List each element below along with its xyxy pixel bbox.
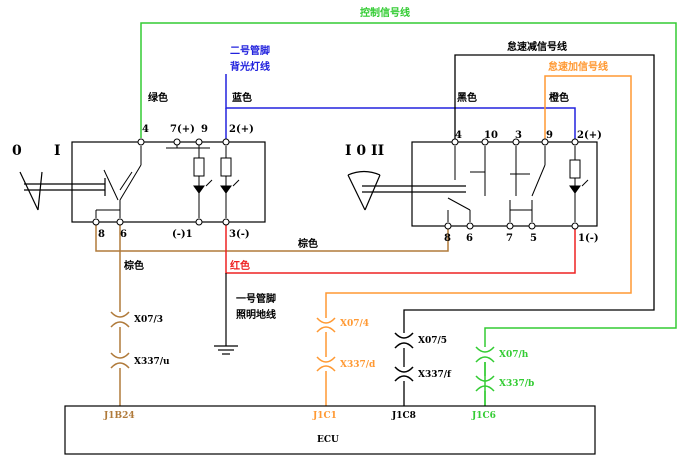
- brown-color-label-2: 棕色: [123, 259, 144, 272]
- backlight-line-label-2: 背光灯线: [230, 60, 270, 73]
- speed-up-wire: [325, 75, 632, 318]
- right-pin-10: 10: [484, 130, 498, 141]
- left-switch-pos-0: 0: [12, 143, 22, 159]
- right-switch-terminals: [444, 138, 579, 230]
- right-pin-2: 2(+): [577, 130, 602, 141]
- control-signal-wire: [140, 22, 677, 347]
- left-pin-1: (-)1: [172, 229, 193, 240]
- right-pin-3: 3: [515, 130, 522, 141]
- connector-brown-bottom: X337/u: [134, 357, 170, 367]
- left-pin-8: 8: [98, 229, 105, 240]
- ecu-pin-j1b24: J1B24: [103, 411, 135, 421]
- connector-arcs: [110, 311, 495, 392]
- left-pin-3: 3(-): [229, 229, 250, 240]
- left-pin-9: 9: [201, 124, 208, 135]
- left-switch-contacts: [95, 142, 240, 218]
- speed-up-signal-label: 怠速加信号线: [548, 60, 608, 73]
- brown-wire-8-8: [95, 222, 449, 252]
- ground-symbol: [214, 345, 238, 355]
- brown-color-label-1: 棕色: [297, 237, 318, 250]
- backlight-line-label-1: 二号管脚: [230, 44, 270, 57]
- red-color-label: 红色: [230, 259, 250, 272]
- lighting-ground-label-2: 照明地线: [236, 308, 276, 321]
- black-color-label: 黑色: [457, 91, 477, 104]
- control-signal-label: 控制信号线: [360, 6, 410, 19]
- right-pin-5: 5: [530, 233, 537, 244]
- right-pin-4: 4: [455, 130, 462, 141]
- connector-green-bottom: X337/b: [499, 379, 534, 389]
- ecu-box: [64, 405, 596, 455]
- connector-black-top: X07/5: [418, 336, 447, 346]
- left-switch-pos-1: I: [54, 143, 61, 159]
- connector-brown-top: X07/3: [134, 315, 163, 325]
- left-switch-terminals: [92, 138, 230, 226]
- ecu-pin-j1c8: J1C8: [391, 411, 416, 421]
- right-switch-box: [411, 141, 598, 227]
- blue-color-label: 蓝色: [232, 91, 252, 104]
- right-lever: [347, 170, 466, 211]
- connector-green-top: X07/h: [499, 350, 529, 360]
- right-pin-7: 7: [506, 233, 513, 244]
- backlight-wire: [225, 74, 576, 145]
- right-switch-positions: I 0 II: [345, 143, 384, 159]
- right-pin-8: 8: [444, 233, 451, 244]
- right-pin-6: 6: [466, 233, 473, 244]
- left-pin-6: 6: [120, 229, 127, 240]
- left-lever: [19, 171, 106, 211]
- right-pin-1: 1(-): [578, 233, 599, 244]
- speed-down-wire: [403, 54, 655, 333]
- left-pin-4: 4: [142, 124, 149, 135]
- ecu-label: ECU: [317, 435, 339, 445]
- green-color-label: 绿色: [148, 91, 168, 104]
- ecu-pin-j1c1: J1C1: [312, 411, 337, 421]
- left-switch-box: [71, 141, 266, 223]
- orange-color-label: 橙色: [549, 91, 569, 104]
- red-ground-wire: [225, 222, 576, 274]
- speed-down-signal-label: 怠速减信号线: [507, 40, 567, 53]
- left-pin-2: 2(+): [229, 124, 254, 135]
- connector-black-bottom: X337/f: [418, 370, 452, 380]
- lighting-ground-label-1: 一号管脚: [236, 292, 276, 305]
- left-pin-7: 7(+): [170, 124, 195, 135]
- connector-orange-top: X07/4: [340, 319, 369, 329]
- right-pin-9: 9: [546, 130, 553, 141]
- ecu-pin-j1c6: J1C6: [471, 411, 496, 421]
- right-switch-contacts: [447, 146, 589, 222]
- connector-orange-bottom: X337/d: [340, 360, 376, 370]
